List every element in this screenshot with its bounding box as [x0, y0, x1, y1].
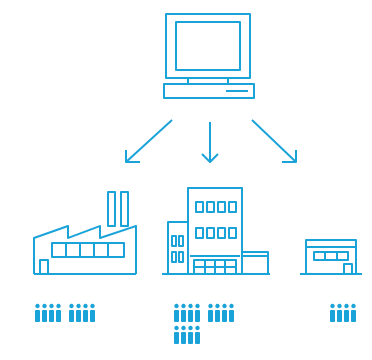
- person-icon: [330, 303, 335, 322]
- person-icon: [188, 303, 193, 322]
- person-icon: [181, 303, 186, 322]
- office-people-group: [174, 303, 234, 344]
- person-icon: [83, 303, 88, 322]
- person-icon: [195, 303, 200, 322]
- person-icon: [181, 325, 186, 344]
- person-icon: [56, 303, 61, 322]
- store-people-group: [330, 303, 356, 322]
- person-icon: [195, 325, 200, 344]
- person-icon: [215, 303, 220, 322]
- person-icon: [49, 303, 54, 322]
- person-icon: [76, 303, 81, 322]
- person-icon: [35, 303, 40, 322]
- person-icon: [90, 303, 95, 322]
- person-icon: [222, 303, 227, 322]
- office-building-icon: [162, 187, 270, 275]
- arrow-down-icon: [201, 122, 219, 163]
- person-icon: [69, 303, 74, 322]
- person-icon: [337, 303, 342, 322]
- people-layer: [35, 303, 356, 344]
- small-building-icon: [300, 239, 362, 275]
- arrow-left-icon: [125, 119, 173, 163]
- person-icon: [208, 303, 213, 322]
- person-icon: [344, 303, 349, 322]
- person-icon: [174, 325, 179, 344]
- person-icon: [174, 303, 179, 322]
- person-icon: [351, 303, 356, 322]
- person-icon: [229, 303, 234, 322]
- arrow-right-icon: [251, 119, 297, 163]
- factory-people-group: [35, 303, 95, 322]
- computer-monitor-icon: [163, 13, 255, 99]
- person-icon: [188, 325, 193, 344]
- person-icon: [42, 303, 47, 322]
- factory-icon: [33, 191, 137, 275]
